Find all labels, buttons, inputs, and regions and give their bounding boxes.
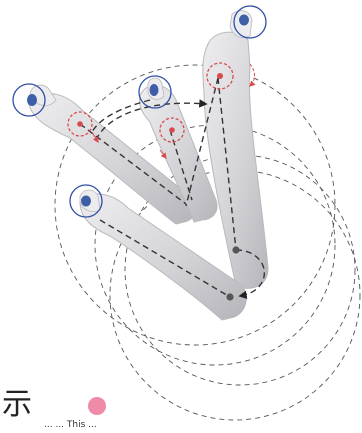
trajectory-arm-3 [185,77,219,207]
trajectory-arm-3-lower [217,77,237,251]
target-circle-icon [138,75,172,109]
orbit-circle-2 [94,124,336,366]
caption-fragment: ... ... This ... [44,420,97,430]
target-circle-icon [233,5,267,39]
target-circle-icon [69,184,103,218]
fingertip-icon [239,14,249,26]
arm-1 [27,84,197,225]
joint-circles [67,62,256,159]
arm-2 [139,77,218,223]
trajectory-arm-4 [99,219,231,298]
fingertip-icon [27,94,37,106]
joint-circle-icon [159,117,185,143]
fingertip-icon [81,195,91,207]
joint-circle-icon [206,62,234,90]
joint-circle-icon [67,111,93,137]
target-circle-icon [12,83,46,117]
corner-glyph: 示 [2,387,32,422]
pivot-icon [232,246,240,254]
pivot-icon [226,293,234,301]
motion-arc-left [91,99,151,133]
motion-arc-top [95,99,208,141]
pivots [226,246,240,301]
fingertip-icon [149,84,159,96]
pink-marker-icon [88,397,106,415]
target-circles [12,5,267,218]
